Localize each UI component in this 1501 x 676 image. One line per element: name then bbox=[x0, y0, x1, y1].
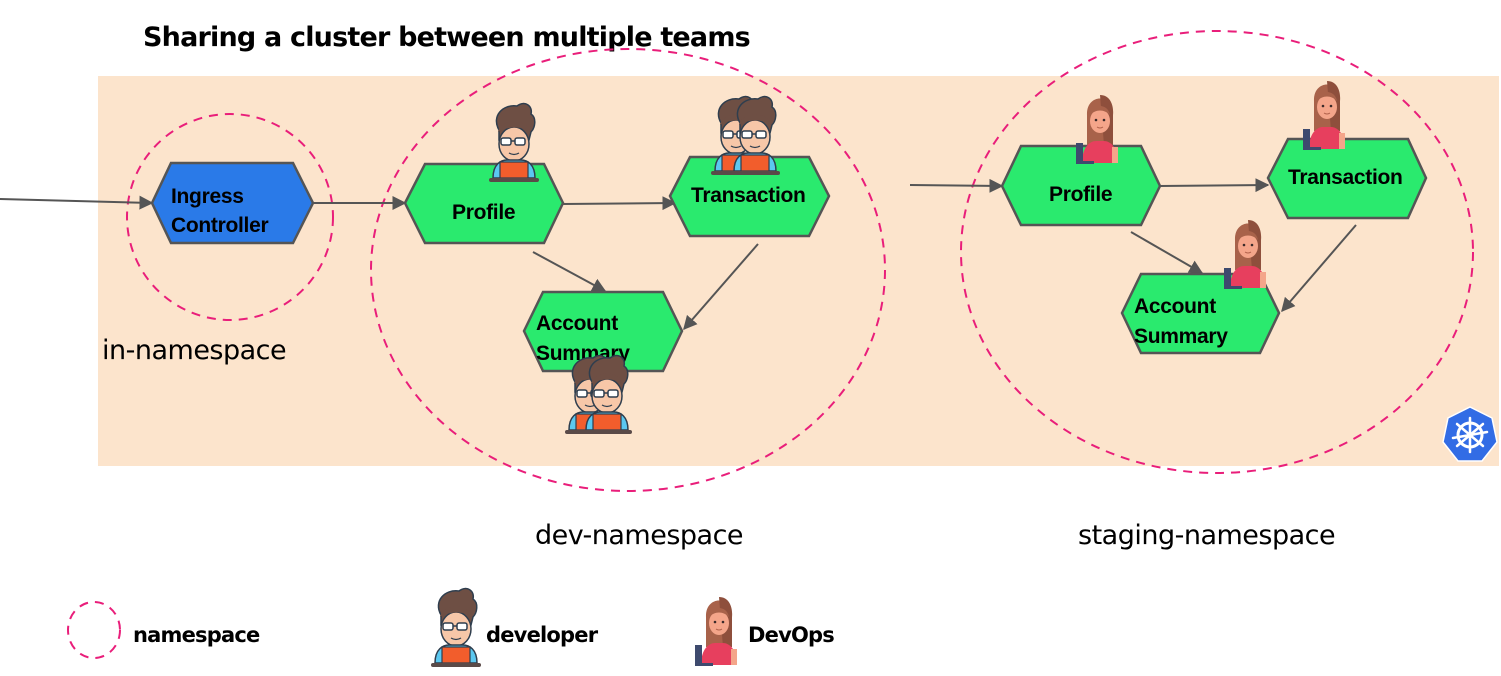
edge-dev-profile-to-transaction bbox=[562, 196, 677, 211]
stg-transaction-label: Transaction bbox=[1288, 166, 1403, 189]
ingress-controller-node[interactable]: Ingress Controller bbox=[150, 161, 315, 245]
dev-account-label-line1: Account bbox=[536, 312, 618, 335]
stg-account-label-line1: Account bbox=[1134, 295, 1216, 318]
staging-namespace-boundary bbox=[960, 30, 1474, 474]
legend-devops-label: DevOps bbox=[748, 623, 834, 647]
dev-transaction-label: Transaction bbox=[691, 184, 806, 207]
edge-external-to-ingress bbox=[0, 195, 154, 210]
dev-profile-node[interactable]: Profile bbox=[403, 162, 565, 245]
dev-namespace-boundary bbox=[370, 48, 886, 492]
edge-stg-transaction-to-account bbox=[1281, 224, 1357, 313]
dev-namespace-label: dev-namespace bbox=[535, 520, 743, 551]
stg-profile-label: Profile bbox=[1049, 183, 1112, 206]
dev-transaction-node[interactable]: Transaction bbox=[668, 155, 831, 238]
legend-devops-icon bbox=[694, 596, 738, 667]
edge-dev-transaction-to-account bbox=[683, 243, 759, 331]
edge-dev-profile-to-account bbox=[532, 251, 607, 292]
legend: namespace developer DevOps bbox=[67, 587, 835, 668]
cluster-background bbox=[98, 76, 1499, 466]
legend-developer-label: developer bbox=[486, 623, 599, 647]
edge-stg-profile-to-account bbox=[1130, 231, 1204, 274]
in-namespace-label: in-namespace bbox=[102, 335, 286, 366]
legend-namespace-icon bbox=[67, 601, 121, 659]
stg-transaction-node[interactable]: Transaction bbox=[1266, 137, 1428, 220]
in-namespace-boundary bbox=[126, 113, 334, 321]
edge-stg-profile-to-transaction bbox=[1159, 178, 1270, 193]
ingress-label-line2: Controller bbox=[171, 214, 268, 237]
legend-developer-icon bbox=[430, 587, 482, 668]
dev-profile-label: Profile bbox=[452, 201, 515, 224]
stg-profile-node[interactable]: Profile bbox=[1000, 144, 1162, 227]
ingress-label-line1: Ingress bbox=[171, 185, 244, 208]
stg-account-label-line2: Summary bbox=[1134, 325, 1228, 348]
legend-namespace-label: namespace bbox=[133, 623, 260, 647]
edge-external-to-staging-profile bbox=[909, 178, 1004, 193]
diagram-title: Sharing a cluster between multiple teams bbox=[143, 22, 750, 53]
stg-account-summary-node[interactable]: Account Summary bbox=[1120, 272, 1281, 355]
kubernetes-logo-icon bbox=[1442, 406, 1498, 462]
staging-namespace-label: staging-namespace bbox=[1078, 520, 1335, 551]
